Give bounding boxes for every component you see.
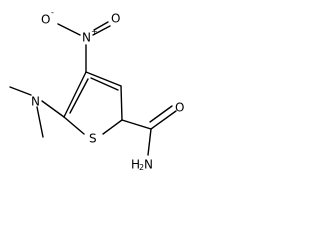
atom-label-nitro-o: O bbox=[111, 12, 120, 26]
atom-charge-nitro-n: + bbox=[91, 27, 98, 36]
bond-carbonyl-c-o bbox=[150, 110, 177, 130]
atom-label-amide-h: H bbox=[131, 158, 140, 172]
bond-amine-n-methyl-1 bbox=[9, 86, 32, 96]
bond-amine-n-methyl-2 bbox=[36, 106, 44, 138]
bond-c3-c4 bbox=[85, 71, 122, 87]
bond-c2-c3-double bbox=[69, 78, 89, 114]
atom-label-s: S bbox=[89, 132, 97, 146]
bond-c4-c5 bbox=[120, 85, 123, 121]
bond-c5-carbonyl-c bbox=[121, 119, 152, 130]
atom-label-amide-n: N bbox=[144, 158, 153, 172]
atom-label-o-minus: O bbox=[41, 13, 50, 27]
bond-carbonyl-c-n bbox=[147, 128, 152, 156]
atom-label-nitro-n: N bbox=[82, 31, 91, 45]
atom-label-amide-sub: 2 bbox=[139, 163, 144, 172]
bond-carbonyl-c-o-double bbox=[149, 105, 173, 123]
atom-charge-o-minus: - bbox=[51, 8, 54, 17]
bond-c2-amine-n bbox=[41, 100, 65, 118]
chemical-structure-diagram: O - N + O N S O H 2 N bbox=[9, 8, 184, 172]
bond-c3-c4-double bbox=[90, 77, 119, 91]
bond-c5-s bbox=[102, 119, 123, 135]
bond-nitro-n-o bbox=[92, 25, 111, 36]
atom-label-carbonyl-o: O bbox=[175, 101, 184, 115]
bond-nitro-n-o-double bbox=[93, 21, 109, 31]
bond-s-c2 bbox=[63, 116, 85, 135]
atom-label-amine-n: N bbox=[31, 95, 40, 109]
bond-c2-c3 bbox=[63, 71, 87, 118]
bond-nitro-n-o-minus bbox=[57, 23, 81, 36]
